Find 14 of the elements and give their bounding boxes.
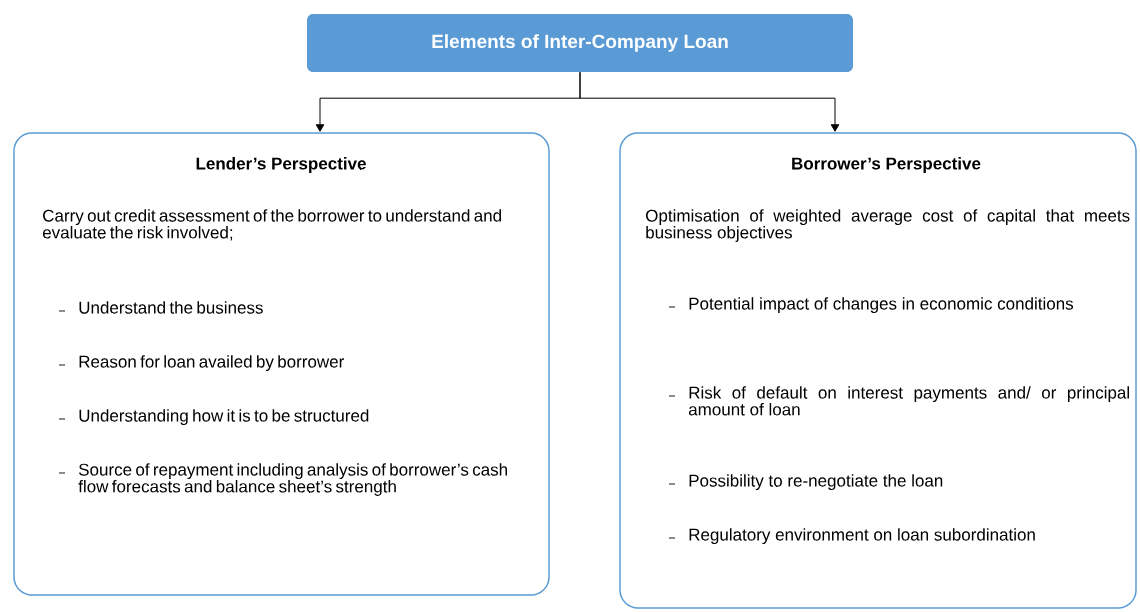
paragraph: Carry out credit assessment of the borrower to understand and evaluate the risk involved; <box>42 209 501 241</box>
list-item: Possibility to re-negotiate the loan <box>668 474 943 491</box>
heading: Borrower’s Perspective <box>792 157 981 173</box>
list-item: Understanding how it is to be structured <box>58 409 369 426</box>
heading: Lender’s Perspective <box>196 157 366 173</box>
list-item: Risk of default on interest payments and/ or principal amount of loan <box>668 386 1129 416</box>
list-item: Understand the business <box>58 301 263 314</box>
list-item: Reason for loan availed by borrower <box>58 355 344 372</box>
list-item: Source of repayment including analysis of borrower’s cash flow forecasts and balance sheet’s strength <box>58 463 507 496</box>
title-box: Elements of Inter-Company Loan <box>307 14 853 72</box>
list-item: Regulatory environment on loan subordination <box>668 528 1035 545</box>
paragraph: Optimisation of weighted average cost of capital that meets business objectives <box>646 209 1130 242</box>
arrow <box>579 71 840 132</box>
list-item: Potential impact of changes in economic conditions <box>668 297 1074 314</box>
